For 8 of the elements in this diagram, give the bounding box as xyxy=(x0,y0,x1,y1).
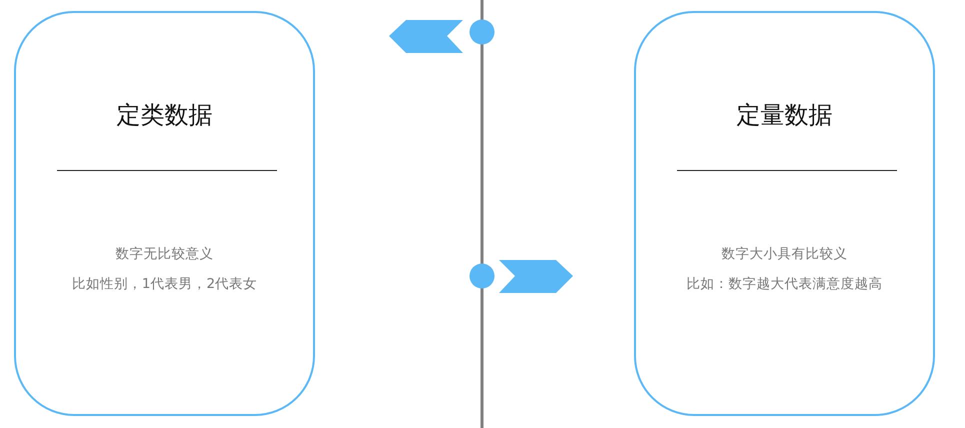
rounded-card xyxy=(14,11,315,416)
card-title: 定类数据 xyxy=(116,100,214,131)
card-description: 数字大小具有比较义 xyxy=(720,245,848,263)
card-title: 定量数据 xyxy=(736,100,834,131)
rounded-card xyxy=(634,11,935,416)
card-description: 比如：数字越大代表满意度越高 xyxy=(686,275,884,293)
card-description: 数字无比较意义 xyxy=(114,245,214,263)
card-description: 比如性别，1代表男，2代表女 xyxy=(70,275,258,293)
